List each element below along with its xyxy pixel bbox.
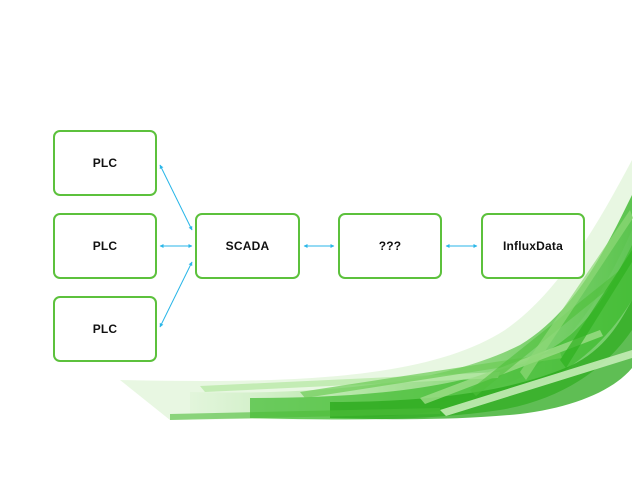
unknown-node: ???	[338, 213, 442, 279]
unknown-node-label: ???	[378, 239, 402, 253]
influxdata-node: InfluxData	[481, 213, 585, 279]
influxdata-node-label: InfluxData	[502, 239, 563, 253]
arrow-plc3-scada	[159, 261, 193, 328]
plc-node-middle-label: PLC	[92, 239, 118, 253]
scada-node-label: SCADA	[225, 239, 270, 253]
plc-node-top-label: PLC	[92, 156, 118, 170]
plc-node-bottom: PLC	[53, 296, 157, 362]
scada-node: SCADA	[195, 213, 300, 279]
plc-node-middle: PLC	[53, 213, 157, 279]
plc-node-top: PLC	[53, 130, 157, 196]
plc-node-bottom-label: PLC	[92, 322, 118, 336]
arrow-plc1-scada	[159, 164, 193, 231]
